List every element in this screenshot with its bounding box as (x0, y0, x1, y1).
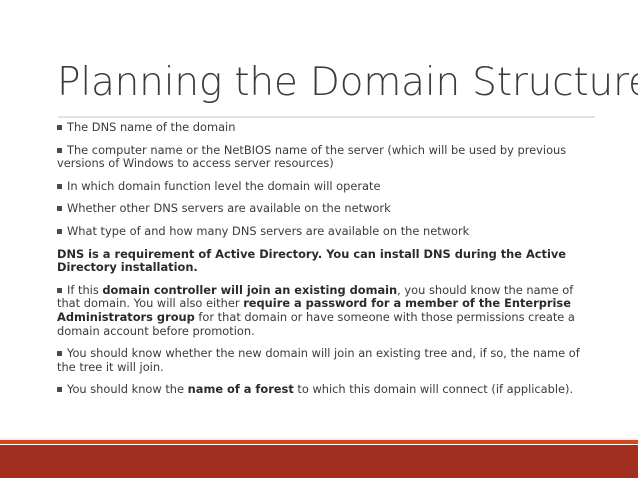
emphasis-text: name of a forest (187, 382, 294, 397)
body-text: The DNS name of the domain (67, 120, 236, 134)
body-text: You should know the (67, 382, 188, 397)
bullet-item: You should know the name of a forest to … (57, 383, 584, 397)
square-bullet-icon (57, 287, 62, 293)
emphasis-text: require a password for a member of the E… (57, 296, 571, 324)
square-bullet-icon (57, 147, 62, 153)
emphasis-text: DNS is a requirement of Active Directory… (57, 246, 567, 275)
body-paragraph: DNS is a requirement of Active Directory… (57, 246, 584, 275)
body-text: Whether other DNS servers are available … (67, 201, 391, 216)
square-bullet-icon (57, 206, 62, 212)
bullet-item: Whether other DNS servers are available … (57, 202, 584, 216)
footer-separator-line (0, 438, 638, 440)
body-text: The computer name or the NetBIOS name of… (57, 142, 567, 171)
square-bullet-icon (57, 351, 62, 357)
bullet-item: In which domain function level the domai… (57, 178, 584, 194)
footer-band (0, 445, 638, 478)
page-title: Planning the Domain Structure (57, 60, 638, 105)
body-text: for that domain or have someone with tho… (57, 309, 575, 338)
bullet-item: If this domain controller will join an e… (57, 282, 584, 338)
square-bullet-icon (57, 387, 62, 393)
bullet-item: You should know whether the new domain w… (57, 346, 584, 374)
footer-accent-stripe (0, 440, 638, 444)
body-text: In which domain function level the domai… (67, 178, 381, 193)
square-bullet-icon (57, 125, 62, 130)
body-text: If this (67, 282, 103, 297)
bullet-item: The computer name or the NetBIOS name of… (57, 142, 584, 171)
square-bullet-icon (57, 228, 62, 234)
body-text: to which this domain will connect (if ap… (293, 382, 574, 397)
bullet-item: What type of and how many DNS servers ar… (57, 223, 584, 239)
square-bullet-icon (57, 183, 62, 189)
title-divider (58, 116, 595, 118)
body-text: You should know whether the new domain w… (57, 346, 580, 374)
emphasis-text: domain controller will join an existing … (102, 282, 398, 297)
body-text: What type of and how many DNS servers ar… (67, 223, 470, 238)
body-text: , you should know the name of that domai… (57, 282, 574, 311)
bullet-item: The DNS name of the domain (57, 120, 584, 135)
